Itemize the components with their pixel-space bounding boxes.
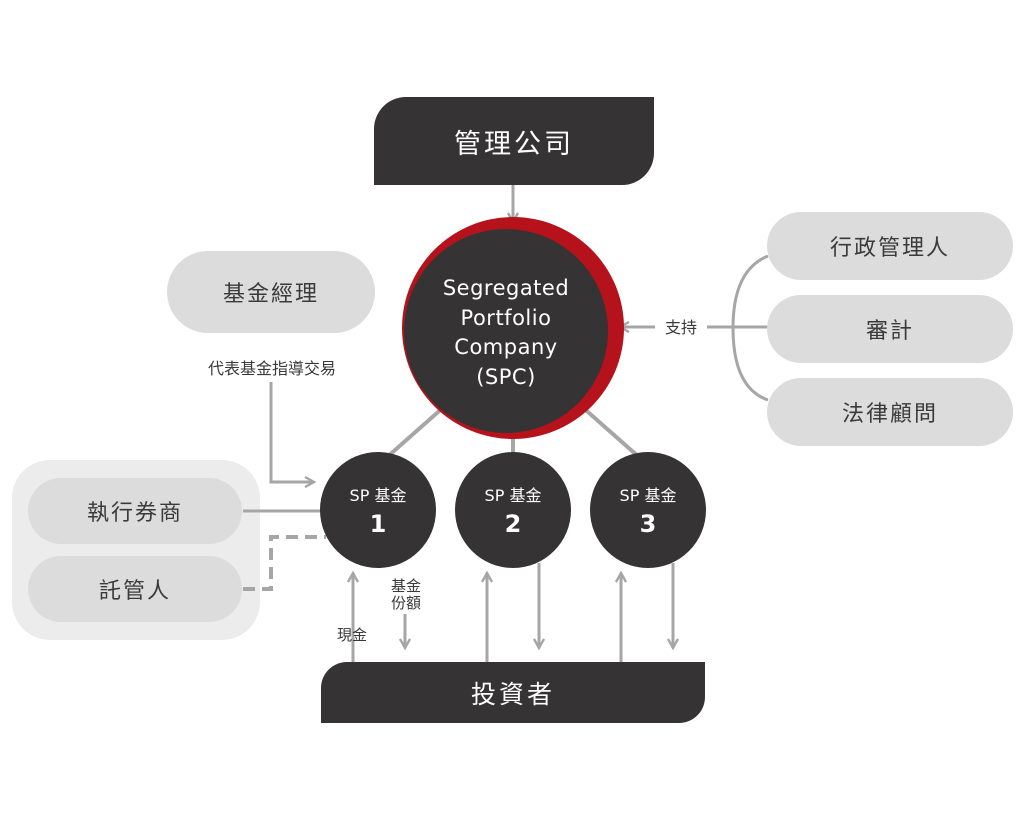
spc-label: Segregated Portfolio Company (SPC) bbox=[414, 270, 598, 396]
custodian-box: 託管人 bbox=[28, 556, 242, 622]
sp-fund-2-circle bbox=[455, 452, 571, 568]
investors-label: 投資者 bbox=[470, 679, 555, 709]
sp-fund-1-circle bbox=[320, 452, 436, 568]
sp-fund-3-number: 3 bbox=[639, 510, 657, 538]
arrow-fund-manager-to-fund-1 bbox=[269, 382, 314, 482]
sp-fund-3-label: SP 基金 3 bbox=[598, 482, 698, 542]
support-label: 支持 bbox=[664, 318, 697, 337]
service-provider-auditor-label: 審計 bbox=[865, 319, 914, 344]
sp-fund-1-name: SP 基金 bbox=[349, 486, 407, 505]
investors-box: 投資者 bbox=[321, 662, 705, 723]
sp-fund-3-name: SP 基金 bbox=[619, 486, 677, 505]
service-provider-administrator: 行政管理人 bbox=[767, 212, 1013, 280]
sp-fund-2-label: SP 基金 2 bbox=[463, 482, 563, 542]
service-provider-administrator-label: 行政管理人 bbox=[829, 236, 950, 261]
service-provider-legal-label: 法律顧問 bbox=[841, 402, 938, 427]
fund-units-label-line-1: 基金 bbox=[390, 577, 421, 595]
fund-manager-box: 基金經理 bbox=[167, 251, 375, 333]
connector-spc-fund-3 bbox=[578, 403, 642, 460]
management-company-box: 管理公司 bbox=[374, 97, 654, 185]
fund-manager-action-label: 代表基金指導交易 bbox=[186, 359, 358, 378]
connector-spc-fund-1 bbox=[384, 403, 448, 460]
sp-fund-1-label: SP 基金 1 bbox=[328, 482, 428, 542]
spc-line-2: Portfolio bbox=[460, 305, 552, 330]
fund-manager-label: 基金經理 bbox=[222, 282, 319, 307]
service-provider-legal: 法律顧問 bbox=[767, 378, 1013, 446]
sp-fund-2-name: SP 基金 bbox=[484, 486, 542, 505]
fund-units-label-line-2: 份額 bbox=[390, 594, 421, 612]
spc-line-3: Company bbox=[454, 335, 558, 359]
custodian-label: 託管人 bbox=[98, 579, 171, 604]
spc-line-1: Segregated bbox=[442, 276, 570, 300]
spc-line-4: (SPC) bbox=[476, 364, 536, 389]
spc-circle bbox=[404, 229, 608, 433]
broker-box: 執行券商 bbox=[28, 478, 242, 544]
sp-fund-2-number: 2 bbox=[504, 510, 522, 538]
sp-fund-3-circle bbox=[590, 452, 706, 568]
service-provider-auditor: 審計 bbox=[767, 295, 1013, 363]
management-company-label: 管理公司 bbox=[454, 128, 574, 160]
broker-label: 執行券商 bbox=[86, 501, 183, 526]
cash-flow-label: 現金 bbox=[336, 626, 367, 644]
sp-fund-1-number: 1 bbox=[369, 510, 387, 538]
